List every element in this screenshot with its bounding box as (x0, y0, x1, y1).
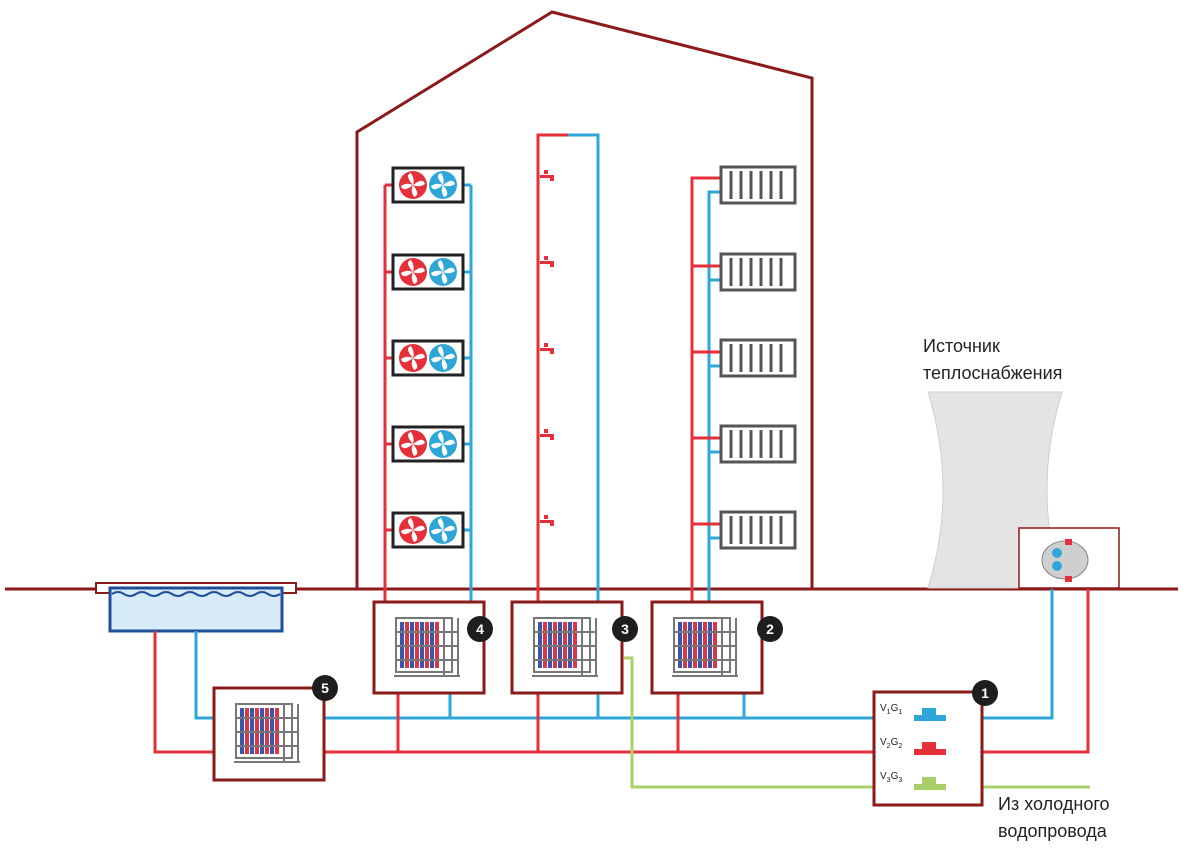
fan-coil-unit (391, 425, 465, 463)
radiator-icon (719, 165, 797, 205)
badge-3: 3 (612, 616, 638, 642)
riser-2-hot-pipe (690, 176, 721, 603)
meter-label-3: V3G3 (880, 771, 902, 784)
tap-icon (540, 343, 554, 354)
tap-icon (540, 256, 554, 267)
source-pump-icon (1041, 539, 1089, 582)
fan-coil-unit (391, 511, 465, 549)
heat-exchanger-icon (233, 703, 301, 763)
badge-5: 5 (312, 675, 338, 701)
cold-main-pipe (194, 589, 1054, 720)
radiator-icon (719, 252, 797, 292)
flow-meter-supply-icon (914, 777, 946, 790)
tap-icon (540, 170, 554, 181)
riser-2-cold-pipe (707, 190, 721, 603)
meter-label-1: V1G1 (880, 703, 902, 716)
riser-3-hot-pipe (536, 133, 568, 603)
fan-coil-unit (391, 166, 465, 204)
svg-text:1: 1 (981, 685, 989, 701)
radiator-branches (692, 264, 721, 540)
building-outline (355, 10, 814, 588)
cold-water-label-line2: водопровода (998, 821, 1108, 841)
radiator-icon (719, 510, 797, 550)
riser-3-cold-pipe (568, 133, 600, 603)
heat-exchanger-icon (393, 617, 461, 677)
badge-2: 2 (757, 616, 783, 642)
source-label-line1: Источник (923, 336, 1000, 356)
radiator-icon (719, 338, 797, 378)
radiator-icon (719, 424, 797, 464)
tap-icon (540, 515, 554, 526)
svg-text:3: 3 (621, 621, 629, 637)
heat-exchanger-icon (531, 617, 599, 677)
cold-water-label-line1: Из холодного (998, 794, 1110, 814)
heat-exchanger-icon (671, 617, 739, 677)
cold-supply-pipe (624, 656, 1090, 789)
badge-1: 1 (972, 680, 998, 706)
svg-text:4: 4 (476, 621, 484, 637)
svg-text:2: 2 (766, 621, 774, 637)
source-label-line2: теплоснабжения (923, 363, 1062, 383)
tank-water-wave (111, 591, 281, 597)
tap-icon (540, 429, 554, 440)
svg-text:5: 5 (321, 680, 329, 696)
substation-feed-pipes (396, 693, 746, 752)
meter-label-2: V2G2 (880, 737, 902, 750)
hot-main-pipe (153, 589, 1090, 754)
fan-coil-unit (391, 253, 465, 291)
flow-meter-cold-icon (914, 708, 946, 721)
badge-4: 4 (467, 616, 493, 642)
flow-meter-hot-icon (914, 742, 946, 755)
fan-coil-unit (391, 339, 465, 377)
